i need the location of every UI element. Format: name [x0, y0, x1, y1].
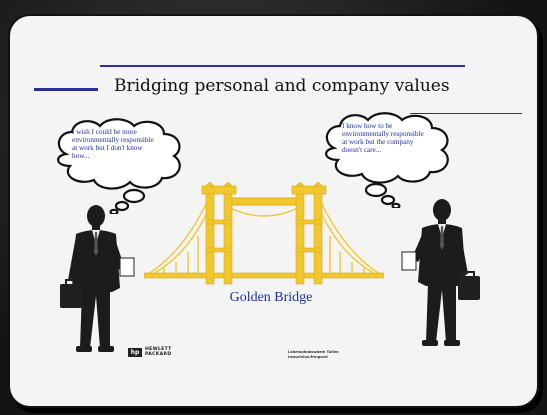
right-thought-line: I know how to be [342, 122, 393, 130]
footnote-line: Lakemphokswdem Tullen [288, 350, 339, 354]
left-thought-line: at work but I don't know [72, 144, 143, 152]
title-rule-right [410, 113, 522, 114]
bridge-caption: Golden Bridge [229, 290, 313, 305]
left-thought-text: I wish I could be more environmentally r… [72, 128, 172, 160]
left-thought-line: how... [72, 152, 90, 160]
footnote-line: Imsurlvlan/frmgovd [288, 355, 328, 359]
right-thought-text: I know how to be environmentally respons… [342, 122, 446, 154]
hp-logo-line: PACKARD [145, 352, 172, 357]
slide-footnote: Lakemphokswdem Tullen Imsurlvlan/frmgovd [288, 350, 339, 360]
businessman-icon [401, 199, 480, 346]
left-thought-line: I wish I could be more [72, 128, 137, 136]
thought-cloud-icon [325, 112, 449, 208]
title-rule-left [34, 88, 98, 91]
businessman-icon [60, 205, 135, 352]
slide-title: Bridging personal and company values [114, 76, 450, 96]
hp-logo-mark: hp [128, 348, 142, 357]
title-rule-top [100, 65, 465, 67]
briefcase-icon [458, 271, 480, 300]
right-thought-line: doesn't care... [342, 146, 382, 154]
briefcase-icon [60, 279, 82, 308]
left-thought-line: environmentally responsible [72, 136, 154, 144]
hp-logo-text: HEWLETT PACKARD [145, 347, 172, 357]
right-thought-line: environmentally responsible [342, 130, 424, 138]
hewlett-packard-logo: hp HEWLETT PACKARD [128, 346, 188, 360]
right-thought-line: at work but the company [342, 138, 414, 146]
thought-cloud-icon [57, 118, 181, 214]
golden-bridge-icon [144, 182, 384, 285]
hp-logo-line: HEWLETT [145, 347, 172, 352]
presentation-slide: Bridging personal and company values I w… [8, 14, 539, 408]
